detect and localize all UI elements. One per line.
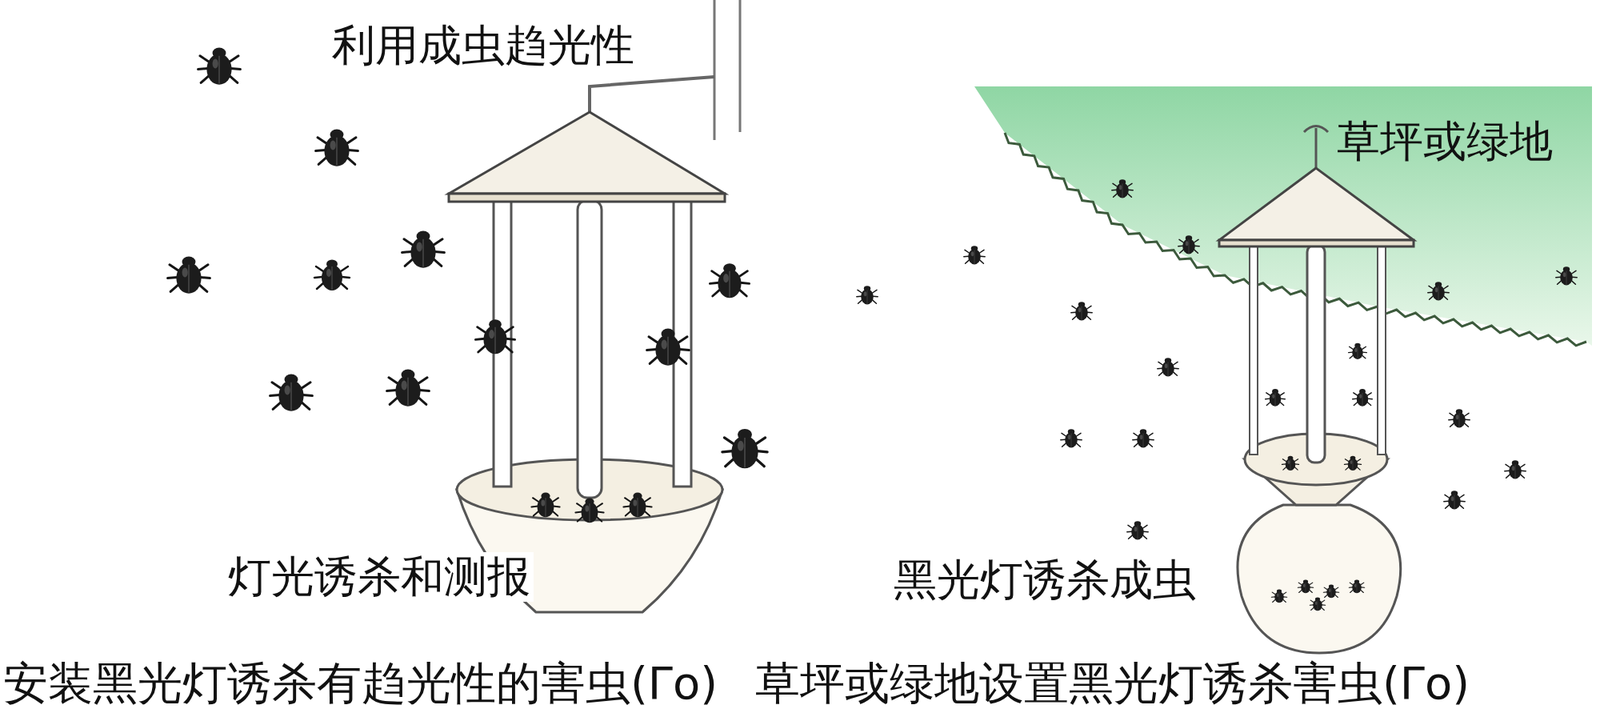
label: 灯光诱杀和测报 <box>224 552 534 602</box>
figure-caption: 草坪或绿地设置黑光灯诱杀害虫(Γo) <box>755 657 1470 709</box>
beetle <box>1556 266 1577 285</box>
beetle <box>1178 235 1200 254</box>
beetle <box>1127 520 1148 540</box>
lamp-roof-edge <box>1219 240 1414 247</box>
beetle <box>1132 428 1154 448</box>
beetle <box>575 497 604 523</box>
beetle <box>1352 388 1373 407</box>
beetle <box>647 328 690 366</box>
beetle <box>1428 281 1449 300</box>
collecting-bag <box>1237 504 1401 653</box>
beetle <box>1265 388 1286 407</box>
beetle <box>1309 596 1325 611</box>
baffle-plate <box>1249 244 1258 455</box>
beetle <box>1323 584 1339 598</box>
beetle <box>1444 490 1465 509</box>
label: 草坪或绿地 <box>1336 116 1553 167</box>
beetle <box>1281 456 1299 471</box>
beetle <box>314 260 350 292</box>
beetle <box>1348 343 1368 360</box>
beetle <box>1271 588 1287 603</box>
lamp-roof <box>448 112 725 194</box>
figure-caption: 安装黑光灯诱杀有趋光性的害虫(Γo) <box>3 657 718 709</box>
beetle <box>1297 579 1313 593</box>
beetle <box>709 263 749 298</box>
tree-trunk <box>714 0 740 140</box>
lamp-roof-edge <box>448 193 725 202</box>
hanging-branch <box>589 76 715 112</box>
beetle <box>531 492 560 517</box>
beetle <box>316 129 359 167</box>
beetle <box>475 319 515 354</box>
beetle <box>1060 428 1082 448</box>
beetle <box>198 48 241 85</box>
lamp-hook <box>1315 128 1318 168</box>
beetle <box>1157 357 1179 376</box>
black-light-tube <box>577 200 602 498</box>
label: 黑光灯诱杀成虫 <box>890 555 1200 605</box>
beetle <box>964 245 985 264</box>
beetle <box>856 285 878 304</box>
beetle <box>623 492 652 517</box>
black-light-tube <box>1307 244 1325 463</box>
baffle-plate <box>1377 244 1386 455</box>
beetle <box>1344 456 1361 471</box>
label: 利用成虫趋光性 <box>332 20 635 71</box>
lamp-roof <box>1219 168 1414 240</box>
beetle <box>168 256 211 294</box>
beetle <box>402 231 445 268</box>
lawn <box>974 86 1592 346</box>
beetle <box>1504 460 1526 479</box>
beetle <box>1348 579 1364 593</box>
beetle <box>1112 179 1133 198</box>
beetle <box>1071 301 1092 320</box>
beetle <box>387 369 430 407</box>
beetle <box>722 428 768 468</box>
beetle <box>270 374 313 412</box>
beetle <box>1448 408 1470 428</box>
